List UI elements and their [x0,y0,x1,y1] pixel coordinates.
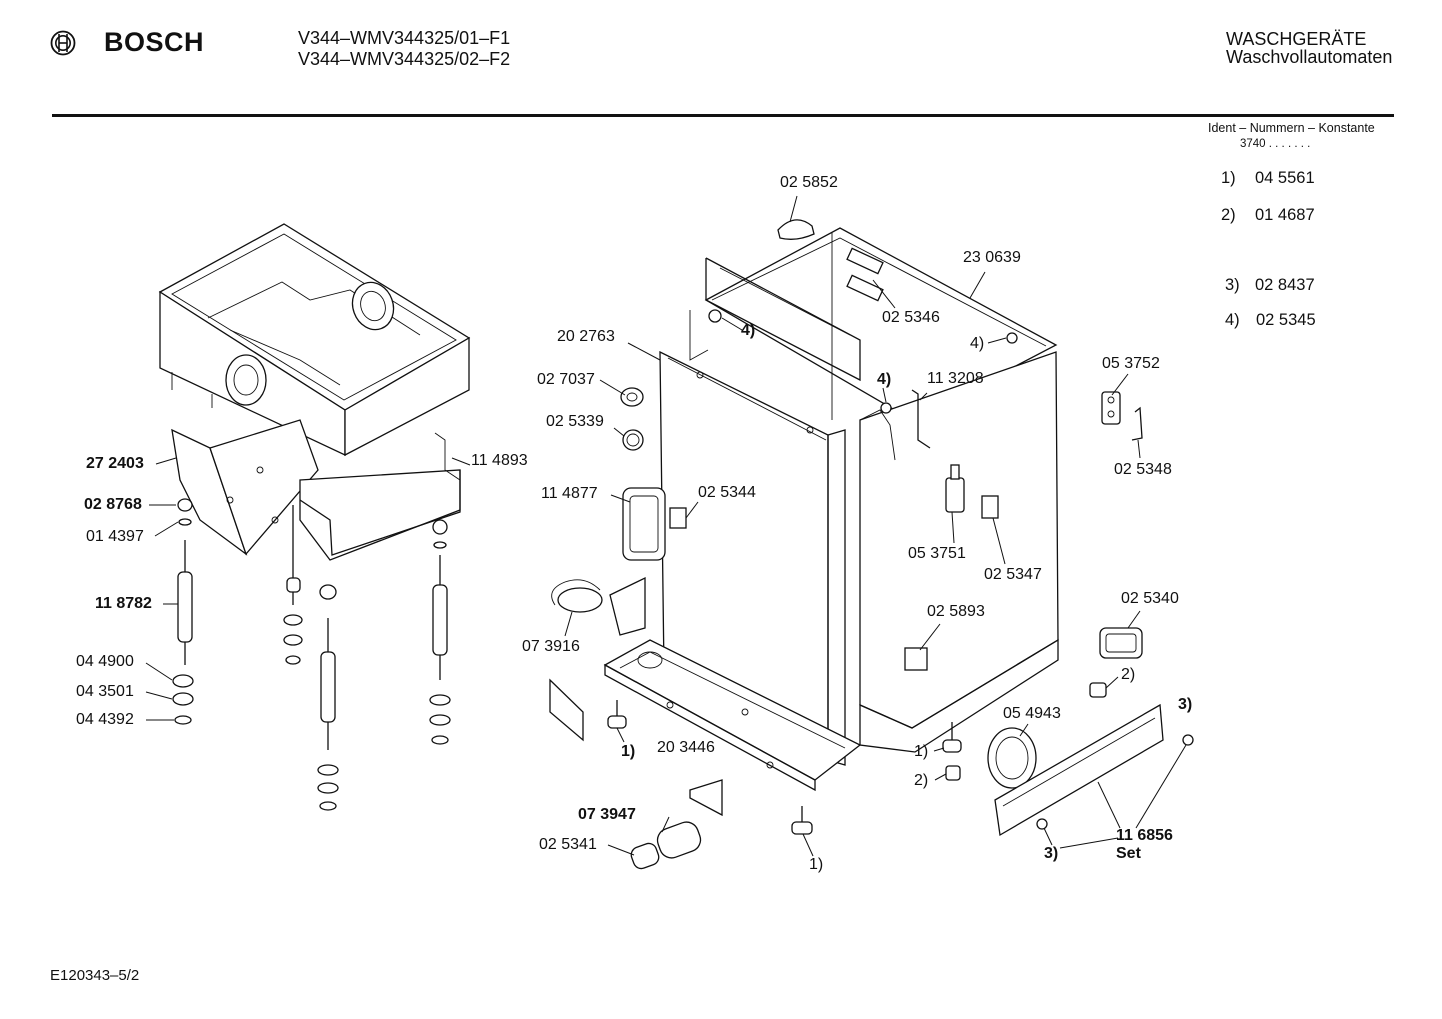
legend-key-3: 3) [1225,276,1240,294]
legend-part-4: 02 5345 [1256,311,1316,329]
label-073916: 07 3916 [522,638,580,655]
label-014397: 01 4397 [86,528,144,545]
shock-absorber-2 [283,505,303,665]
harness-073916 [551,576,646,636]
label-025893: 02 5893 [927,603,985,620]
lid-025340 [1099,627,1143,659]
header-divider [52,114,1394,117]
label-044392: 04 4392 [76,711,134,728]
label-230639: 23 0639 [963,249,1021,266]
grommet-027037 [620,387,644,407]
pads [945,682,1107,781]
footer-code: E120343–5/2 [50,967,140,984]
front-panel [659,350,846,766]
legend-key-2: 2) [1221,206,1236,224]
ident-value: 3740 . . . . . . . [1240,138,1311,150]
label-025340: 02 5340 [1121,590,1179,607]
door-handle [622,487,666,561]
model-line-2: V344–WMV344325/02–F2 [298,49,511,69]
legend-part-2: 01 4687 [1255,206,1315,224]
label-044900: 04 4900 [76,653,134,670]
bracket-025893 [904,647,928,671]
leader-lines [145,195,1187,857]
bosch-armature-icon [50,30,76,56]
category-title: WASCHGERÄTE [1226,29,1367,49]
base-frame [603,639,862,792]
bracket-wedge [689,779,723,817]
ref-1-a: 1) [621,743,636,760]
shock-absorber-1 [177,498,193,665]
ref-1-c: 1) [809,856,824,873]
ref-4-a: 4) [741,322,756,339]
label-043501: 04 3501 [76,683,134,700]
legend-part-3: 02 8437 [1255,276,1315,294]
ref-1-b: 1) [914,743,929,760]
label-113208: 11 3208 [927,370,984,387]
label-272403: 27 2403 [86,455,144,472]
ref-3-a: 3) [1178,696,1193,713]
label-116856: 11 6856 [1116,827,1173,844]
label-118782: 11 8782 [95,595,152,612]
tub-housing [158,223,471,457]
label-027037: 02 7037 [537,371,595,388]
label-114893: 11 4893 [471,452,528,469]
shock-absorber-4 [429,519,451,745]
subcategory-title: Waschvollautomaten [1226,47,1393,67]
cabinet-frame [689,227,1059,753]
label-053752: 05 3752 [1102,355,1160,372]
bracket-025347 [981,495,999,519]
ref-4-b: 4) [970,335,985,352]
label-028768: 02 8768 [84,496,142,513]
label-025339: 02 5339 [546,413,604,430]
label-073947: 07 3947 [578,806,636,823]
hinge-053752 [1101,391,1121,425]
ref-3-b: 3) [1044,845,1059,862]
label-054943: 05 4943 [1003,705,1061,722]
ref-2-b: 2) [914,772,929,789]
legend-key-1: 1) [1221,169,1236,187]
caps [708,309,1194,830]
label-025344: 02 5344 [698,484,756,501]
label-202763: 20 2763 [557,328,615,345]
label-025346: 02 5346 [882,309,940,326]
label-025852: 02 5852 [780,174,838,191]
model-line-1: V344–WMV344325/01–F1 [298,28,511,48]
label-053751: 05 3751 [908,545,966,562]
legend-part-1: 04 5561 [1255,169,1315,187]
kickplate-116856 [994,703,1164,837]
grommet-025339 [622,429,644,451]
switch-053751 [945,464,965,513]
label-025341: 02 5341 [539,836,597,853]
ident-title: Ident – Nummern – Konstante [1208,121,1375,135]
bracket-113208 [911,389,931,449]
label-set: Set [1116,845,1141,862]
bosch-logo [50,30,76,56]
legend-key-4: 4) [1225,311,1240,329]
brand-name: BOSCH [104,27,205,57]
hinge-clip [669,507,687,529]
bracket-left [549,678,584,742]
motor-073947 [630,821,702,870]
ref-4-c: 4) [877,371,892,388]
terminal-blocks [846,247,884,302]
shock-absorber-3 [317,584,339,811]
support-bracket [171,419,461,561]
strike-025348 [1131,406,1143,441]
label-114877: 11 4877 [541,485,598,502]
label-025347: 02 5347 [984,566,1042,583]
feet [607,700,962,835]
washers-stack [172,674,194,725]
ref-2-a: 2) [1121,666,1136,683]
seal-054943 [987,727,1037,789]
label-025348: 02 5348 [1114,461,1172,478]
label-203446: 20 3446 [657,739,715,756]
clip-025852 [777,219,815,240]
